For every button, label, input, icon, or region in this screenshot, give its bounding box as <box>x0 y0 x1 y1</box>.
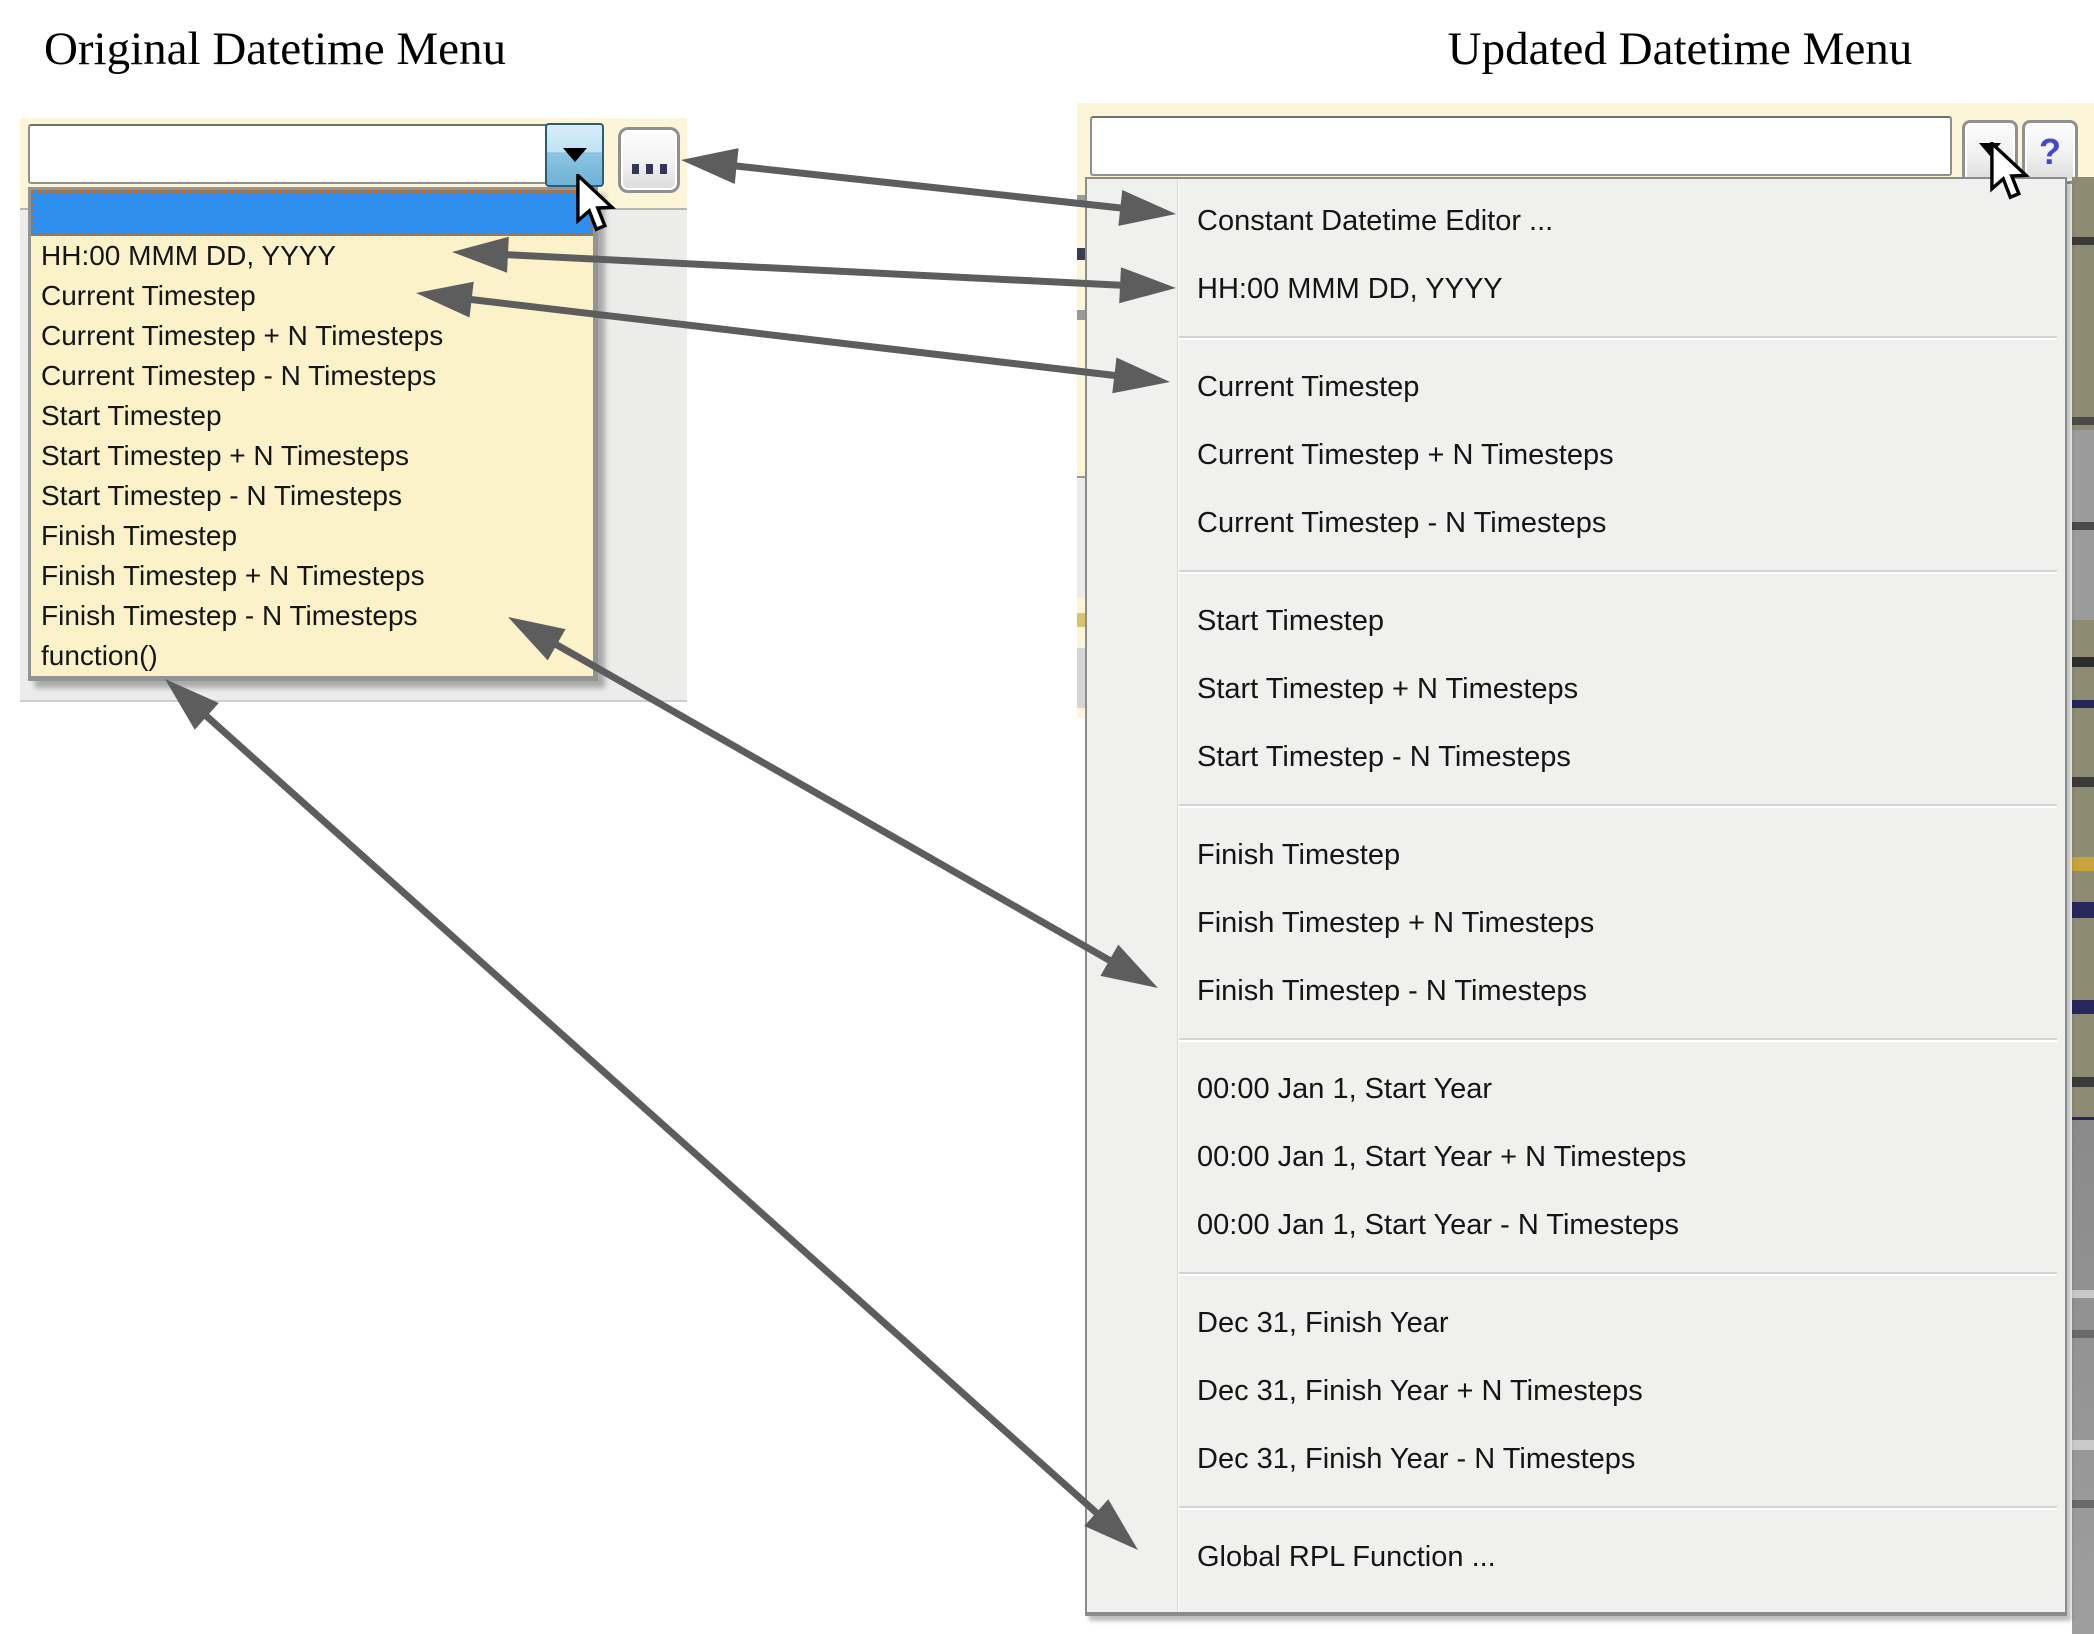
menu-item[interactable]: Start Timestep + N Timesteps <box>1197 673 1579 705</box>
background-fragment <box>1077 613 1085 627</box>
updated-datetime-input[interactable] <box>1090 116 1952 176</box>
background-fragment <box>2072 857 2094 871</box>
background-fragment <box>2072 177 2094 430</box>
connector-arrow <box>165 679 1138 1550</box>
background-fragment <box>2072 1330 2094 1338</box>
background-fragment <box>2072 902 2094 918</box>
menu-item[interactable]: 00:00 Jan 1, Start Year <box>1197 1073 1493 1105</box>
menu-separator <box>1179 1506 2057 1510</box>
background-fragment <box>2072 777 2094 787</box>
menu-separator <box>1179 804 2057 808</box>
page-title-original: Original Datetime Menu <box>43 23 507 75</box>
menu-separator <box>1179 1272 2057 1276</box>
list-item[interactable]: function() <box>41 640 158 671</box>
background-fragment <box>2072 1120 2094 1634</box>
background-fragment <box>2072 1440 2094 1450</box>
updated-dropdown-button[interactable] <box>1962 120 2018 184</box>
menu-item[interactable]: Current Timestep + N Timesteps <box>1197 439 1614 471</box>
menu-item[interactable]: Current Timestep - N Timesteps <box>1197 507 1607 539</box>
background-fragment <box>2072 522 2094 530</box>
list-item[interactable]: HH:00 MMM DD, YYYY <box>41 240 337 271</box>
background-fragment <box>2072 1077 2094 1087</box>
list-item[interactable]: Start Timestep <box>41 400 222 431</box>
menu-separator <box>1179 336 2057 340</box>
menu-item[interactable]: Dec 31, Finish Year + N Timesteps <box>1197 1375 1643 1407</box>
dropdown-arrow-icon <box>1979 142 2001 156</box>
menu-group: 00:00 Jan 1, Start Year 00:00 Jan 1, Star… <box>1179 1042 2065 1272</box>
list-item[interactable]: Current Timestep - N Timesteps <box>41 360 437 391</box>
menu-item[interactable]: Global RPL Function ... <box>1197 1541 1496 1573</box>
menu-item[interactable]: 00:00 Jan 1, Start Year - N Timesteps <box>1197 1209 1679 1241</box>
menu-item[interactable]: Finish Timestep + N Timesteps <box>1197 907 1595 939</box>
background-fragment <box>2072 700 2094 708</box>
menu-item[interactable]: Start Timestep - N Timesteps <box>1197 741 1571 773</box>
list-item[interactable]: Current Timestep <box>41 280 256 311</box>
menu-item[interactable]: 00:00 Jan 1, Start Year + N Timesteps <box>1197 1141 1687 1173</box>
background-fragment <box>2072 657 2094 667</box>
menu-separator <box>1179 1038 2057 1042</box>
background-fragment <box>2072 417 2094 425</box>
background-fragment <box>1077 648 1085 708</box>
menu-item[interactable]: Dec 31, Finish Year <box>1197 1307 1449 1339</box>
menu-item[interactable]: Current Timestep <box>1197 371 1420 403</box>
list-item[interactable]: Start Timestep + N Timesteps <box>41 440 410 471</box>
background-fragment-right <box>2072 177 2094 1634</box>
list-item[interactable]: Start Timestep - N Timesteps <box>41 480 402 511</box>
menu-item[interactable]: Finish Timestep <box>1197 839 1401 871</box>
updated-datetime-menu: Constant Datetime Editor ... HH:00 MMM DD… <box>1085 177 2067 1616</box>
menu-gutter <box>1087 179 1179 1612</box>
menu-item[interactable]: Finish Timestep - N Timesteps <box>1197 975 1587 1007</box>
background-fragment-left <box>1077 178 1085 718</box>
background-fragment <box>2072 1290 2094 1298</box>
ellipsis-icon <box>631 164 667 174</box>
menu-group: Global RPL Function ... <box>1179 1510 2065 1604</box>
menu-item[interactable]: Constant Datetime Editor ... <box>1197 205 1554 237</box>
background-fragment <box>1077 248 1085 260</box>
selected-blank-option[interactable] <box>31 190 593 236</box>
background-fragment <box>1077 195 1085 205</box>
list-item[interactable]: Finish Timestep <box>41 520 238 551</box>
more-options-button[interactable] <box>618 127 680 193</box>
background-fragment <box>1077 310 1085 320</box>
list-item[interactable]: Finish Timestep - N Timesteps <box>41 600 418 631</box>
list-item[interactable]: Finish Timestep + N Timesteps <box>41 560 425 591</box>
menu-item[interactable]: Start Timestep <box>1197 605 1384 637</box>
menu-item[interactable]: Dec 31, Finish Year - N Timesteps <box>1197 1443 1636 1475</box>
help-label: ? <box>2039 131 2061 172</box>
background-fragment <box>2072 1500 2094 1508</box>
background-fragment <box>2072 1000 2094 1014</box>
original-dropdown-button[interactable] <box>545 123 604 187</box>
menu-separator <box>1179 570 2057 574</box>
menu-item[interactable]: HH:00 MMM DD, YYYY <box>1197 273 1503 305</box>
menu-group: Constant Datetime Editor ... HH:00 MMM DD… <box>1179 187 2065 336</box>
original-datetime-input[interactable] <box>28 124 600 184</box>
list-item[interactable]: Current Timestep + N Timesteps <box>41 320 444 351</box>
page-title-updated: Updated Datetime Menu <box>1447 23 1913 75</box>
updated-menu-items: Constant Datetime Editor ... HH:00 MMM DD… <box>1179 179 2065 1612</box>
background-fragment <box>2072 237 2094 245</box>
help-button[interactable]: ? <box>2022 120 2078 184</box>
dropdown-arrow-icon <box>562 148 587 162</box>
background-fragment <box>1077 478 1085 598</box>
